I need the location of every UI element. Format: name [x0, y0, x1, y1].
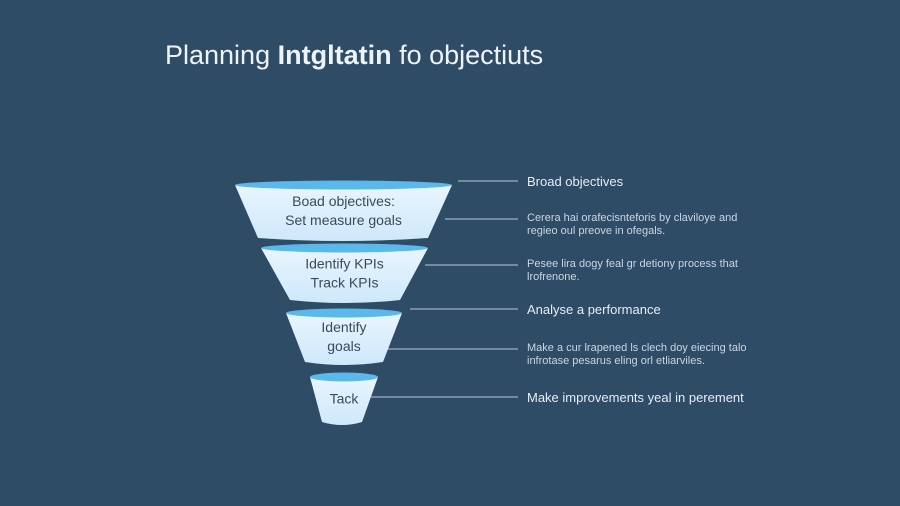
annotation-text: Broad objectives — [527, 174, 624, 189]
segment-rim — [235, 180, 452, 190]
segment-label: Tack — [330, 391, 360, 407]
funnel-segment-3: Identify goals — [286, 308, 402, 365]
annotation-text: Make a cur lrapened ls clech doy eiecing… — [527, 342, 747, 354]
segment-rim — [261, 243, 428, 253]
annotation-text: Cerera hai orafecisnteforis by claviloye… — [527, 212, 737, 224]
annotation-text: Make improvements yeal in perement — [527, 390, 744, 405]
segment-rim — [286, 308, 402, 318]
segment-label: Set measure goals — [285, 212, 402, 228]
annotation-6: Make improvements yeal in perement — [527, 390, 744, 405]
page-title: Planning Intgltatin fo objectiuts — [165, 40, 544, 70]
annotation-5: Make a cur lrapened ls clech doy eiecing… — [527, 342, 747, 367]
annotation-3: Pesee lira dogy feal gr detiony process … — [527, 258, 738, 283]
funnel-segment-4: Tack — [310, 372, 378, 425]
segment-label: goals — [327, 338, 360, 354]
segment-label: Identify — [321, 319, 366, 335]
segment-rim — [310, 372, 378, 382]
annotation-text: Analyse a performance — [527, 302, 661, 317]
annotation-4: Analyse a performance — [527, 302, 661, 317]
segment-label: Track KPIs — [311, 275, 379, 291]
segment-label: Identify KPIs — [305, 256, 384, 272]
annotation-1: Broad objectives — [527, 174, 624, 189]
annotation-text: Pesee lira dogy feal gr detiony process … — [527, 258, 738, 270]
annotation-text: lrofrenone. — [527, 271, 580, 283]
annotation-text: regieo oul preove in ofegals. — [527, 225, 665, 237]
annotation-text: infrotase pesarus eling orl etliarviles. — [527, 355, 705, 367]
funnel-segment-1: Boad objectives: Set measure goals — [235, 180, 452, 241]
segment-label: Boad objectives: — [292, 193, 395, 209]
annotation-2: Cerera hai orafecisnteforis by claviloye… — [527, 212, 737, 237]
